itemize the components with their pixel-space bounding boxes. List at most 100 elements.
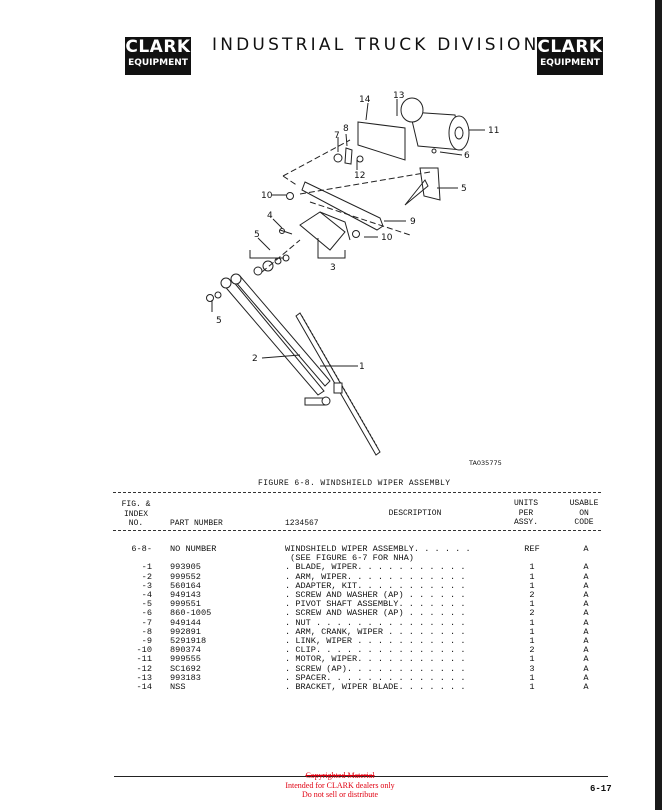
usable-on-code: A bbox=[583, 617, 589, 628]
index-no: -5 bbox=[141, 599, 152, 610]
drawing-number: TA035775 bbox=[468, 459, 502, 467]
part-number: 860-1005 bbox=[170, 608, 212, 619]
part-number: 560164 bbox=[170, 580, 201, 591]
logo-subtext: EQUIPMENT bbox=[128, 58, 188, 68]
units-per-assy: 2 bbox=[529, 590, 535, 600]
header-text: CODE bbox=[574, 518, 594, 527]
figure-caption: FIGURE 6-8. WINDSHIELD WIPER ASSEMBLY bbox=[258, 479, 451, 488]
index-no: -1 bbox=[141, 562, 152, 573]
header-text: NO. bbox=[128, 519, 144, 528]
usable-on-code: A bbox=[583, 571, 589, 582]
units-per-assy: 1 bbox=[529, 580, 535, 591]
part-number: 949144 bbox=[170, 617, 201, 628]
clark-logo-right: CLARK EQUIPMENT bbox=[537, 37, 603, 75]
page-title: INDUSTRIAL TRUCK DIVISION bbox=[212, 35, 540, 55]
description: . ADAPTER, KIT. . . . . . . . . . . bbox=[285, 580, 466, 591]
part-number: 5291918 bbox=[170, 636, 207, 646]
usable-on-code: A bbox=[583, 636, 589, 646]
header-description: DESCRIPTION bbox=[388, 509, 442, 518]
index-no: -12 bbox=[136, 663, 152, 674]
header-text: ASSY. bbox=[513, 518, 538, 527]
usable-on-code: A bbox=[583, 626, 589, 637]
table-row: -4 949143 . SCREW AND WASHER (AP) . . . . … bbox=[0, 590, 662, 600]
index-no: -14 bbox=[136, 682, 152, 692]
index-no: -4 bbox=[141, 590, 152, 600]
description: . ARM, WIPER. . . . . . . . . . . . bbox=[285, 571, 466, 582]
header-text: ON bbox=[579, 508, 589, 518]
logo-text: CLARK bbox=[537, 37, 603, 57]
callout-5: 5 bbox=[216, 316, 222, 326]
units-per-assy: 1 bbox=[529, 599, 535, 610]
wiper-motor-drawing bbox=[400, 97, 470, 151]
index-no: -8 bbox=[141, 626, 152, 637]
description: . LINK, WIPER . . . . . . . . . . . bbox=[285, 636, 466, 646]
units-per-assy: 1 bbox=[529, 571, 535, 582]
header-text: FIG. & bbox=[121, 500, 151, 509]
part-number: 999552 bbox=[170, 571, 201, 582]
index-no: -3 bbox=[141, 580, 152, 591]
wiper-arm-drawing bbox=[220, 273, 331, 406]
header-usable: USABLE ON CODE bbox=[560, 499, 608, 528]
usable-on-code: A bbox=[583, 608, 589, 619]
callout-1: 1 bbox=[359, 362, 365, 372]
usable-on-code: A bbox=[583, 590, 589, 600]
header-text: PER bbox=[518, 508, 534, 518]
table-row: -3 560164 . ADAPTER, KIT. . . . . . . . . … bbox=[0, 580, 662, 591]
units-per-assy: 1 bbox=[529, 672, 535, 683]
header-indent-scale: 1234567 bbox=[285, 519, 319, 528]
description: . BRACKET, WIPER BLADE. . . . . . . bbox=[285, 682, 466, 692]
callout-10: 10 bbox=[381, 233, 393, 243]
footer-rule bbox=[114, 776, 608, 777]
index-no: 6-8- bbox=[131, 544, 152, 554]
description: . MOTOR, WIPER. . . . . . . . . . . bbox=[285, 654, 466, 665]
part-number: 993905 bbox=[170, 562, 201, 573]
clark-logo-left: CLARK EQUIPMENT bbox=[125, 37, 191, 75]
callout-14: 14 bbox=[359, 95, 371, 105]
description: . SCREW AND WASHER (AP) . . . . . . bbox=[285, 590, 466, 600]
part-number: 890374 bbox=[170, 645, 201, 656]
callout-5: 5 bbox=[461, 184, 467, 194]
description: . SCREW AND WASHER (AP) . . . . . . bbox=[285, 608, 466, 619]
header-text: INDEX bbox=[123, 509, 148, 519]
link-drawing bbox=[301, 181, 384, 231]
units-per-assy: 2 bbox=[529, 645, 535, 656]
callout-2: 2 bbox=[252, 354, 258, 364]
description: . PIVOT SHAFT ASSEMBLY. . . . . . . bbox=[285, 599, 466, 610]
header-text: UNITS bbox=[513, 499, 538, 508]
usable-on-code: A bbox=[583, 544, 589, 554]
header-units: UNITS PER ASSY. bbox=[506, 499, 546, 528]
index-no: -10 bbox=[136, 645, 152, 656]
exploded-parts-diagram: 14 13 11 8 7 6 12 5 10 9 4 10 5 3 5 2 1 … bbox=[206, 91, 502, 467]
index-no: -2 bbox=[141, 571, 152, 582]
usable-on-code: A bbox=[583, 580, 589, 591]
callout-4: 4 bbox=[267, 211, 273, 221]
index-no: -11 bbox=[136, 654, 152, 665]
callout-5: 5 bbox=[254, 230, 260, 240]
callout-7: 7 bbox=[334, 131, 340, 141]
units-per-assy: 1 bbox=[529, 636, 535, 646]
table-row: -2 999552 . ARM, WIPER. . . . . . . . . . … bbox=[0, 571, 662, 582]
bracket-drawing bbox=[357, 121, 406, 161]
header-index: FIG. & INDEX NO. bbox=[112, 500, 160, 529]
units-per-assy: 1 bbox=[529, 562, 535, 573]
usable-on-code: A bbox=[583, 654, 589, 665]
usable-on-code: A bbox=[583, 682, 589, 692]
part-number: 999555 bbox=[170, 654, 201, 665]
logo-text: CLARK bbox=[125, 37, 191, 57]
header-part-number: PART NUMBER bbox=[170, 519, 223, 528]
units-per-assy: 1 bbox=[529, 626, 535, 637]
part-number: 949143 bbox=[170, 590, 201, 600]
usable-on-code: A bbox=[583, 562, 589, 573]
usable-on-code: A bbox=[583, 599, 589, 610]
part-number: NO NUMBER bbox=[170, 544, 217, 554]
table-row: -11 999555 . MOTOR, WIPER. . . . . . . . .… bbox=[0, 655, 662, 664]
units-per-assy: REF bbox=[524, 544, 540, 554]
description: (SEE FIGURE 6-7 FOR NHA) bbox=[285, 553, 414, 564]
